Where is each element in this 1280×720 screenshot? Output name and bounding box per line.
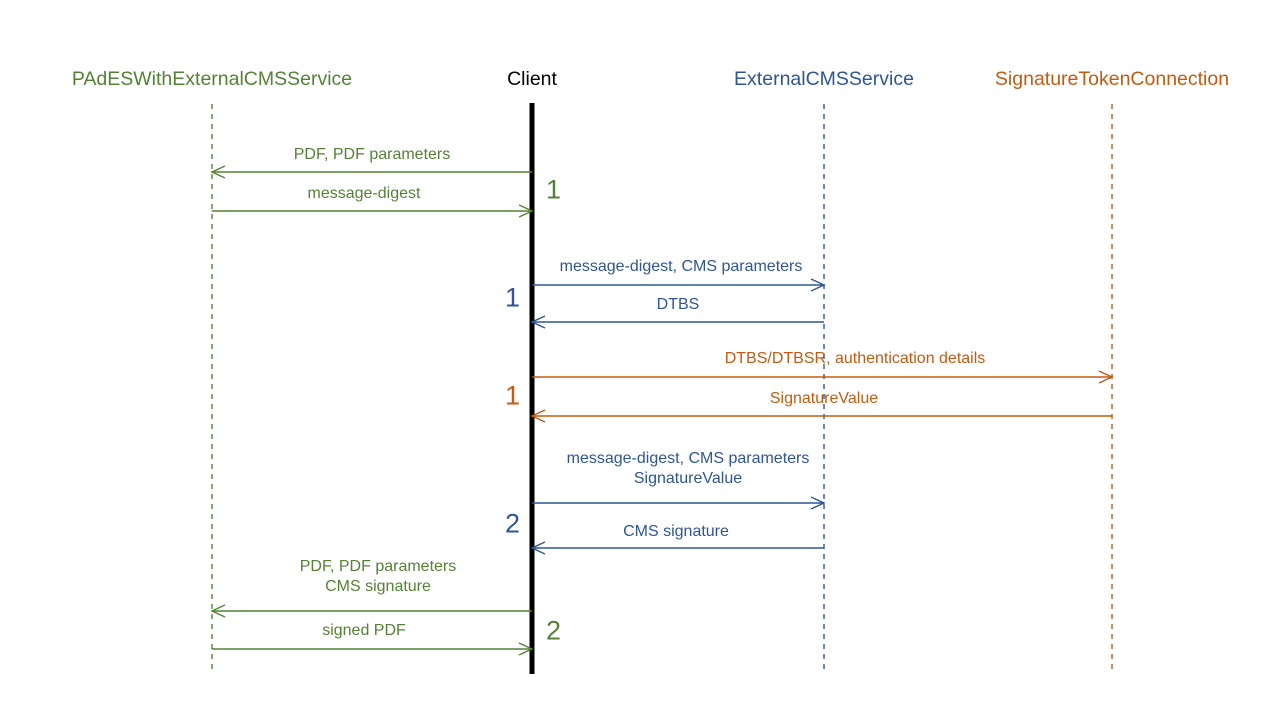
message-label-line: SignatureValue (769, 390, 879, 407)
arrowhead-m6 (530, 409, 546, 423)
lifelines-group (211, 103, 1113, 674)
arrowhead-m5 (1098, 370, 1114, 384)
arrowhead-m2 (518, 204, 534, 218)
message-label-line: CMS signature (623, 523, 729, 540)
message-arrow-m6 (530, 409, 1112, 423)
message-label-m2: message-digest (308, 184, 421, 204)
message-label-m1: PDF, PDF parameters (294, 145, 450, 165)
arrowhead-m3 (810, 278, 826, 292)
message-arrow-m7 (532, 496, 826, 510)
message-label-line: message-digest, CMS parameters (566, 450, 810, 467)
step-number-s1: 1 (546, 174, 562, 205)
message-arrow-m8 (530, 541, 824, 555)
step-number-s2: 1 (504, 282, 520, 313)
message-label-line: PDF, PDF parameters (293, 146, 451, 163)
message-arrow-m1 (210, 165, 532, 179)
message-label-line: DTBS/DTBSR, authentication details (724, 350, 986, 367)
message-label-line: CMS signature (325, 578, 431, 595)
arrowhead-m1 (210, 165, 226, 179)
participant-label-token: SignatureTokenConnection (994, 68, 1230, 90)
message-arrows-group (210, 165, 1114, 656)
message-arrow-m5 (532, 370, 1114, 384)
participant-label-cms: ExternalCMSService (734, 68, 914, 90)
arrowhead-m7 (810, 496, 826, 510)
step-number-s5: 2 (546, 615, 562, 646)
message-label-line: signed PDF (322, 622, 406, 639)
message-arrow-m9 (210, 604, 532, 618)
step-number-s3: 1 (504, 380, 520, 411)
message-label-m5: DTBS/DTBSR, authentication details (725, 349, 986, 369)
arrowhead-m8 (530, 541, 546, 555)
arrowhead-m4 (530, 315, 546, 329)
message-label-line: message-digest, CMS parameters (559, 258, 803, 275)
participant-label-pades: PAdESWithExternalCMSService (71, 68, 353, 90)
arrowhead-m9 (210, 604, 226, 618)
message-label-line: PDF, PDF parameters (299, 558, 457, 575)
message-label-m4: DTBS (657, 295, 700, 315)
arrowhead-m10 (518, 642, 534, 656)
step-number-s4: 2 (504, 508, 520, 539)
message-label-m8: CMS signature (623, 522, 729, 542)
message-arrow-m10 (212, 642, 534, 656)
message-label-line: SignatureValue (633, 470, 743, 487)
message-label-line: message-digest (307, 185, 421, 202)
message-label-m3: message-digest, CMS parameters (560, 257, 803, 277)
message-arrow-m3 (532, 278, 826, 292)
message-arrow-m2 (212, 204, 534, 218)
message-label-m10: signed PDF (322, 621, 406, 641)
message-arrow-m4 (530, 315, 824, 329)
message-label-line: DTBS (656, 296, 700, 313)
participant-label-client: Client (507, 68, 557, 90)
message-label-m6: SignatureValue (770, 389, 878, 409)
